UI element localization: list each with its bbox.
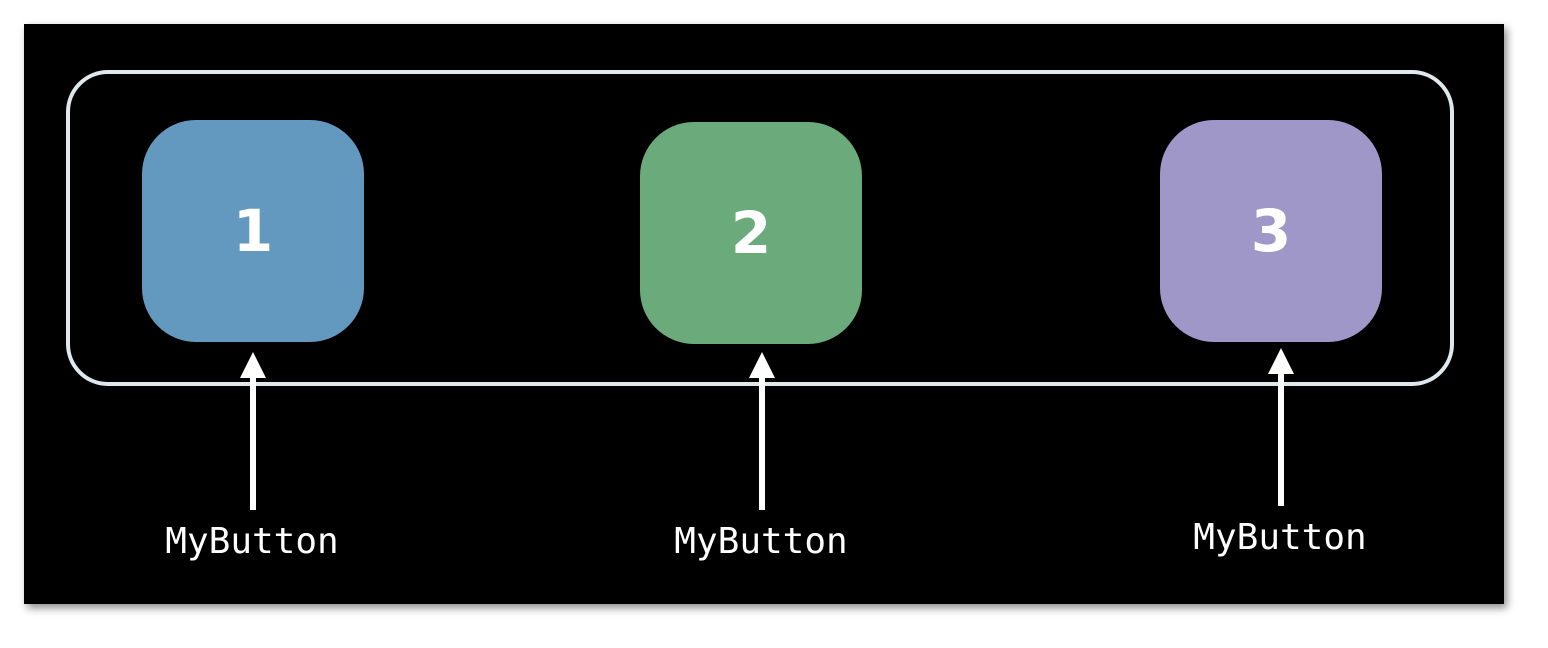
button-2-tile: 2 bbox=[640, 122, 862, 344]
arrow-3-up-icon bbox=[1266, 348, 1296, 506]
button-1-number: 1 bbox=[232, 197, 274, 265]
button-1-tile: 1 bbox=[142, 120, 364, 342]
arrow-1-up-icon bbox=[238, 352, 268, 510]
button-2-number: 2 bbox=[730, 199, 772, 267]
button-3-number: 3 bbox=[1250, 197, 1292, 265]
arrow-2-up-icon bbox=[747, 352, 777, 510]
button-3-tile: 3 bbox=[1160, 120, 1382, 342]
button-1-caption: MyButton bbox=[165, 521, 339, 562]
diagram-slide: 1 2 3 MyButton MyButton MyButton bbox=[24, 24, 1504, 604]
button-3-caption: MyButton bbox=[1193, 517, 1367, 558]
button-2-caption: MyButton bbox=[674, 521, 848, 562]
